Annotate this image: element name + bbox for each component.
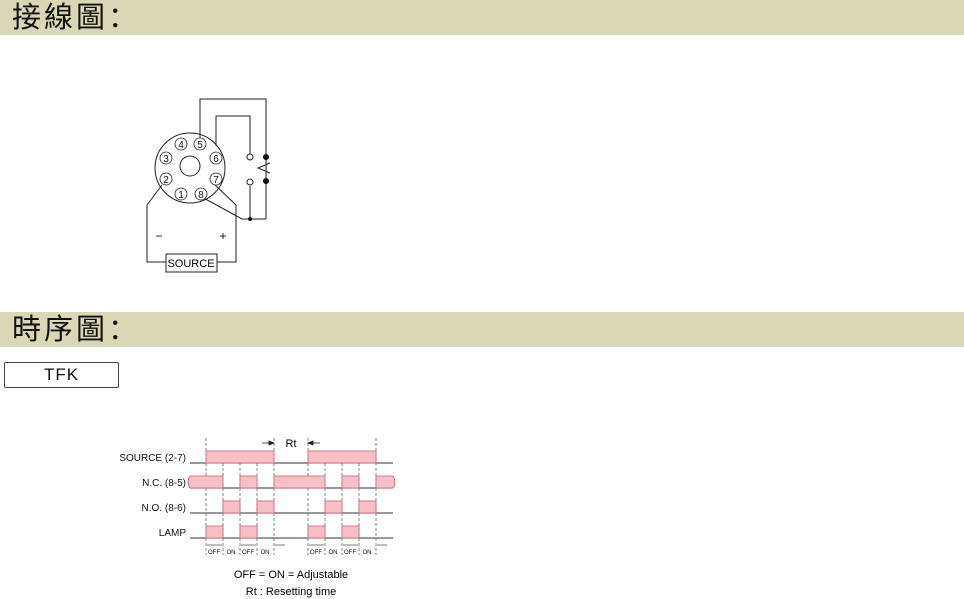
pulse-nc-2: [239, 475, 258, 489]
legend-adjustable: OFF = ON = Adjustable: [234, 569, 348, 581]
pin-6: 6: [209, 151, 223, 165]
wire-pin6: [215, 115, 251, 155]
legend-resetting: Rt : Resetting time: [246, 586, 336, 598]
svg-text:3: 3: [163, 154, 169, 165]
pulse-lamp-1: [205, 525, 224, 539]
wiring-section-header: 接線圖：: [0, 0, 964, 35]
interval-label-3: OFF: [242, 550, 254, 556]
svg-text:2: 2: [163, 175, 169, 186]
svg-text:1: 1: [178, 190, 184, 201]
pulse-lamp-3: [307, 525, 326, 539]
row-label-no: N.O. (8-6): [142, 503, 186, 514]
interval-label-4: ON: [261, 550, 270, 556]
pin-4: 4: [174, 137, 188, 151]
svg-text:5: 5: [197, 140, 203, 151]
interval-label-2: ON: [227, 550, 236, 556]
pulse-source-1: [205, 450, 275, 464]
svg-text:4: 4: [178, 140, 184, 151]
pin-1: 1: [174, 187, 188, 201]
pulse-nc-5: [375, 475, 396, 489]
pulse-no-2: [256, 500, 275, 514]
pin-7: 7: [209, 172, 223, 186]
timing-section-header: 時序圖：: [0, 312, 964, 347]
wire-plus: [214, 184, 237, 263]
interval-label-8: ON: [363, 550, 372, 556]
interval-label-5: OFF: [310, 550, 322, 556]
pin-5: 5: [193, 137, 207, 151]
pulse-nc-1: [187, 475, 224, 489]
interval-label-6: ON: [329, 550, 338, 556]
contact-open-terminal-2: [246, 178, 254, 186]
model-label-box: TFK: [4, 362, 119, 388]
wire-pin5: [199, 98, 267, 219]
interval-label-7: OFF: [344, 550, 356, 556]
plus-sign: +: [219, 229, 226, 243]
svg-text:6: 6: [213, 154, 219, 165]
source-label: SOURCE: [167, 258, 214, 270]
pulse-no-1: [222, 500, 241, 514]
row-label-lamp: LAMP: [159, 528, 187, 539]
contact-dot-1: [263, 154, 269, 160]
source-box: [165, 253, 218, 273]
row-label-source: SOURCE (2-7): [119, 453, 186, 464]
pin-2: 2: [159, 172, 173, 186]
wiring-section-title: 接線圖：: [12, 0, 141, 34]
interval-label-1: OFF: [208, 550, 220, 556]
timing-section-title: 時序圖：: [12, 312, 141, 346]
pin-3: 3: [159, 151, 173, 165]
minus-sign: −: [155, 229, 162, 243]
socket-base: [154, 132, 226, 204]
wire-minus: [146, 184, 166, 263]
svg-text:8: 8: [198, 190, 204, 201]
contact-open-terminal: [246, 153, 254, 161]
pulse-no-3: [324, 500, 343, 514]
svg-text:7: 7: [213, 175, 219, 186]
wire-pin8: [199, 195, 266, 220]
pulse-no-4: [358, 500, 377, 514]
pulse-lamp-2: [239, 525, 258, 539]
pulse-nc-3: [273, 475, 326, 489]
contact-dot-2: [263, 178, 269, 184]
socket-key: [179, 155, 201, 177]
relay-contact-arrow: [256, 162, 271, 174]
junction-dot: [248, 217, 252, 221]
rt-label: Rt: [286, 438, 297, 450]
pulse-nc-4: [341, 475, 360, 489]
row-label-nc: N.C. (8-5): [142, 478, 186, 489]
pulse-lamp-4: [341, 525, 360, 539]
pin-8: 8: [194, 187, 208, 201]
pulse-source-2: [307, 450, 377, 464]
